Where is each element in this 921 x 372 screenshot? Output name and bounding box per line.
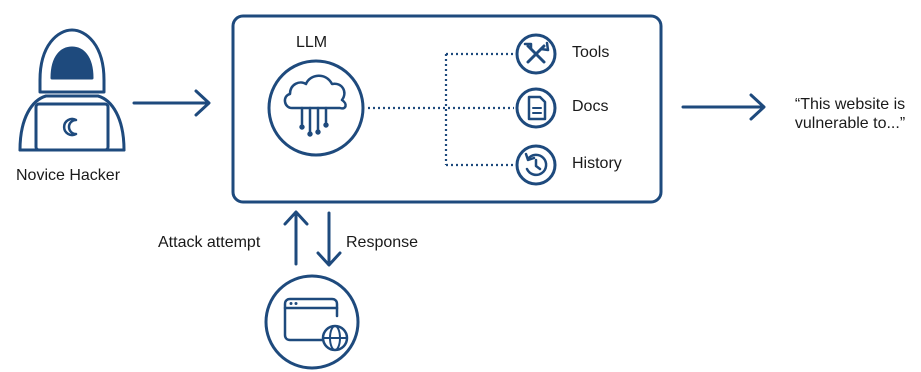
llm-cloud-icon: [267, 59, 365, 157]
arrow-llm-to-output: [681, 93, 766, 121]
response-arrow-down: [316, 211, 342, 267]
llm-label: LLM: [296, 34, 328, 51]
history-icon: [515, 144, 557, 186]
website-globe-icon: [264, 274, 360, 370]
tools-label: Tools: [572, 44, 610, 61]
attack-arrow-up: [283, 210, 309, 266]
document-icon: [515, 87, 557, 129]
attack-attempt-label: Attack attempt: [158, 234, 261, 251]
arrow-hacker-to-llm: [132, 89, 211, 117]
response-label: Response: [346, 234, 419, 251]
hacker-icon: [18, 28, 126, 152]
dotted-connectors: [368, 52, 514, 167]
llm-box: [231, 14, 663, 204]
output-quote: “This website is vulnerable to...”: [780, 95, 920, 133]
tools-icon: [515, 33, 557, 75]
output-quote-line-2: vulnerable to...”: [794, 115, 906, 132]
output-quote-line-1: “This website is: [794, 96, 906, 113]
history-label: History: [572, 155, 622, 172]
docs-label: Docs: [572, 98, 609, 115]
novice-hacker-label: Novice Hacker: [16, 167, 121, 184]
